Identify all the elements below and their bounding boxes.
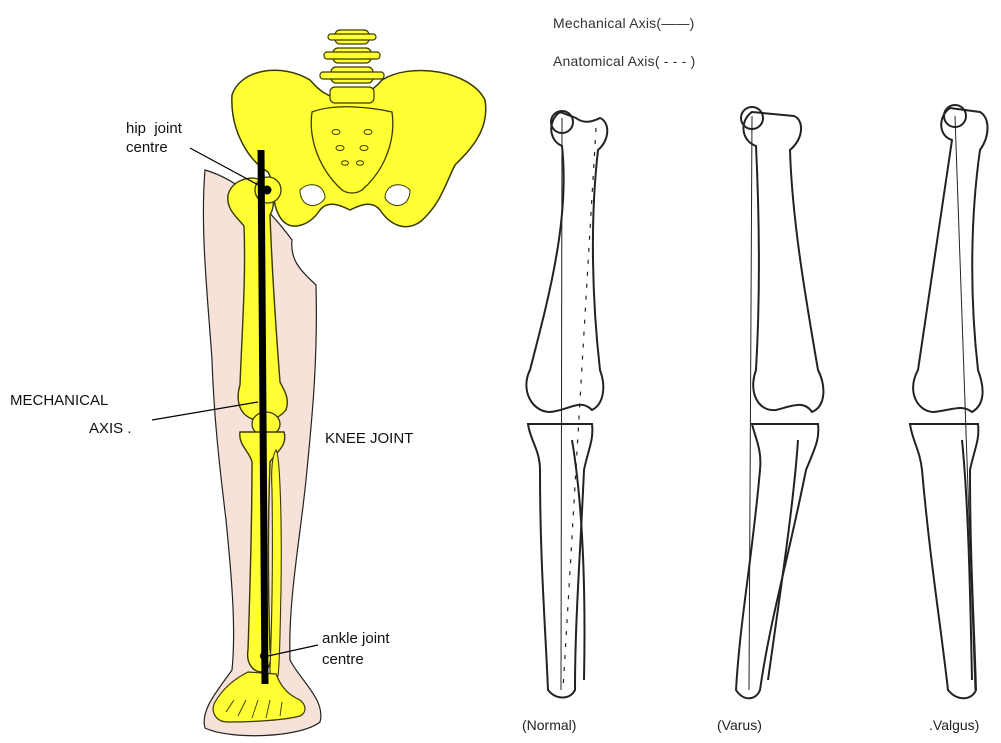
mechanical-axis-valgus: [955, 116, 975, 690]
limb-valgus: [910, 105, 988, 698]
mechanical-axis-normal: [561, 118, 562, 690]
lumbar-vertebrae: [320, 30, 384, 103]
leg-anatomy-illustration: [152, 30, 486, 736]
mechanical-axis-label-line2: AXIS .: [89, 420, 132, 438]
fibula-normal: [572, 440, 585, 680]
caption-varus: (Varus): [717, 716, 762, 734]
fibula-varus: [768, 440, 798, 680]
femur-varus: [743, 112, 823, 412]
femur-normal: [526, 112, 607, 412]
legend-anatomical-axis: Anatomical Axis( - - - ): [553, 52, 696, 70]
limb-varus: [736, 107, 823, 698]
mechanical-axis-varus: [749, 116, 752, 690]
femur-valgus: [913, 108, 987, 412]
hip-joint-centre-label: hip joint centre: [126, 119, 182, 157]
hip-centre-dot: [263, 186, 272, 195]
limb-outlines: [526, 105, 987, 698]
caption-normal: (Normal): [522, 716, 576, 734]
ankle-centre-dot: [260, 652, 268, 660]
mechanical-axis-line: [261, 150, 265, 684]
caption-valgus: .Valgus): [929, 716, 979, 734]
ankle-joint-label-line2: centre: [322, 651, 364, 669]
mechanical-axis-label-line1: MECHANICAL: [10, 392, 108, 410]
limb-normal: [526, 111, 607, 698]
tibia-varus: [736, 424, 818, 698]
knee-joint-label: KNEE JOINT: [325, 430, 413, 448]
ankle-joint-label-line1: ankle joint: [322, 630, 390, 648]
legend-mechanical-axis: Mechanical Axis(——): [553, 14, 695, 32]
